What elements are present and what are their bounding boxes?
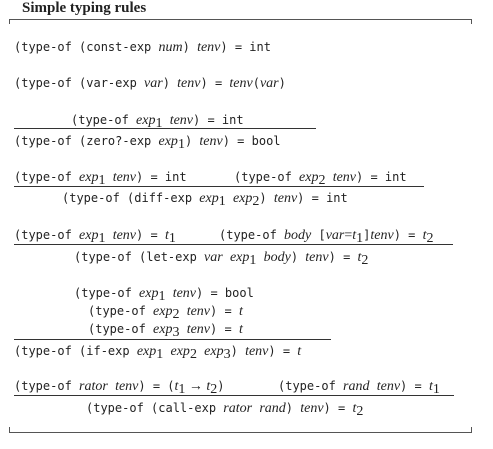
rule-call-premise-2: (type-of rand tenv) = t1 bbox=[278, 379, 440, 397]
rule-zero-conclusion: (type-of (zero?-exp exp1) tenv) = bool bbox=[14, 134, 281, 152]
rule-if-premise-1: (type-of exp1 tenv) = bool bbox=[74, 286, 254, 304]
top-rule bbox=[9, 19, 472, 20]
rule-diff-bar bbox=[14, 186, 424, 187]
rule-call-premise-1: (type-of rator tenv) = (t1 → t2) bbox=[14, 379, 225, 397]
bottom-right-tick bbox=[471, 427, 472, 432]
rule-zero-bar bbox=[14, 128, 316, 129]
rule-const-exp: (type-of (const-exp num) tenv) = int bbox=[14, 40, 271, 55]
bottom-left-tick bbox=[9, 427, 10, 432]
rule-diff-premise-1: (type-of exp1 tenv) = int bbox=[14, 170, 187, 188]
rule-zero-premise: (type-of exp1 tenv) = int bbox=[71, 113, 244, 131]
top-left-tick bbox=[9, 19, 10, 24]
rule-diff-conclusion: (type-of (diff-exp exp1 exp2) tenv) = in… bbox=[62, 191, 348, 209]
rule-if-bar bbox=[14, 339, 331, 340]
bottom-rule bbox=[9, 432, 472, 433]
rule-if-premise-2: (type-of exp2 tenv) = t bbox=[88, 304, 243, 322]
rule-if-premise-3: (type-of exp3 tenv) = t bbox=[88, 322, 243, 340]
rule-let-premise-2: (type-of body [var=t1]tenv) = t2 bbox=[219, 228, 434, 246]
rule-var-exp: (type-of (var-exp var) tenv) = tenv(var) bbox=[14, 76, 286, 91]
rule-diff-premise-2: (type-of exp2 tenv) = int bbox=[234, 170, 407, 188]
rule-if-conclusion: (type-of (if-exp exp1 exp2 exp3) tenv) =… bbox=[14, 344, 302, 362]
rule-let-bar bbox=[14, 244, 453, 245]
rule-call-conclusion: (type-of (call-exp rator rand) tenv) = t… bbox=[86, 401, 364, 419]
rule-call-bar bbox=[14, 395, 454, 396]
figure-title: Simple typing rules bbox=[22, 0, 147, 16]
rule-let-premise-1: (type-of exp1 tenv) = t1 bbox=[14, 228, 176, 246]
rule-let-conclusion: (type-of (let-exp var exp1 body) tenv) =… bbox=[74, 250, 369, 268]
top-right-tick bbox=[471, 19, 472, 24]
